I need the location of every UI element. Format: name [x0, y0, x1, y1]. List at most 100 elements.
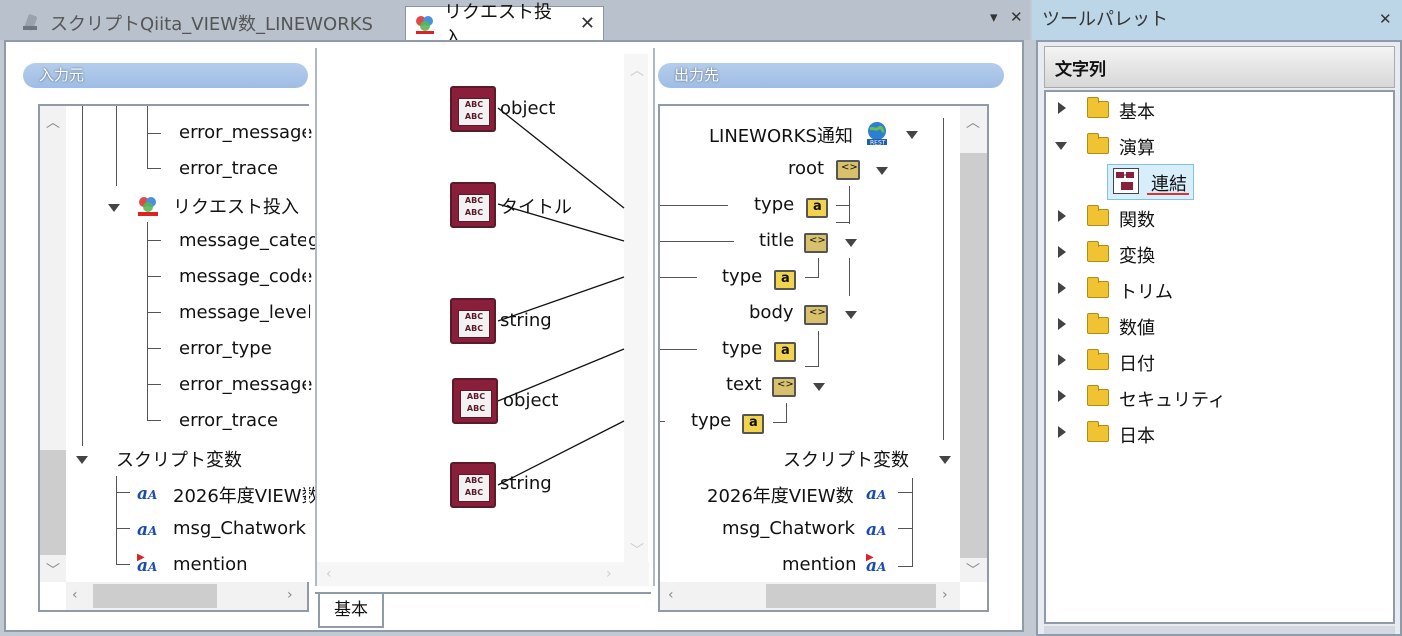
palette-category[interactable]: 日本: [1119, 426, 1155, 447]
output-vscroll-thumb[interactable]: [960, 153, 987, 558]
rest-globe-icon: REST: [864, 120, 890, 147]
chevron-right-icon[interactable]: [1058, 282, 1066, 294]
input-field[interactable]: error_trace: [179, 410, 279, 431]
input-variable[interactable]: mention: [173, 554, 248, 575]
mapping-node-label: string: [500, 310, 552, 331]
scroll-up-icon[interactable]: ︿: [46, 115, 60, 131]
chevron-down-icon[interactable]: [76, 456, 88, 464]
palette-category[interactable]: トリム: [1119, 282, 1173, 303]
palette-section-header[interactable]: 文字列: [1044, 46, 1395, 88]
output-hscroll-thumb[interactable]: [766, 584, 936, 608]
palette-category[interactable]: 基本: [1119, 102, 1155, 123]
output-field[interactable]: root: [788, 158, 825, 179]
output-field[interactable]: body: [749, 302, 794, 323]
chevron-right-icon[interactable]: [1058, 354, 1066, 366]
output-group-label[interactable]: スクリプト変数: [783, 450, 909, 471]
chevron-right-icon[interactable]: [1058, 426, 1066, 438]
scroll-left-icon[interactable]: ‹: [72, 587, 78, 603]
input-field[interactable]: error_message: [179, 122, 313, 143]
output-variable[interactable]: msg_Chatwork: [722, 518, 855, 539]
close-icon[interactable]: ✕: [1010, 8, 1023, 26]
scroll-down-icon[interactable]: ﹀: [966, 563, 980, 579]
output-field[interactable]: type: [754, 194, 795, 215]
chevron-right-icon[interactable]: [1058, 390, 1066, 402]
chevron-down-icon[interactable]: [876, 167, 888, 175]
palette-title: ツールパレット: [1032, 0, 1402, 40]
chevron-down-icon[interactable]: [939, 456, 951, 464]
input-hscroll-thumb[interactable]: [93, 584, 217, 608]
palette-category[interactable]: 日付: [1119, 354, 1155, 375]
tab-script[interactable]: スクリプトQiita_VIEW数_LINEWORKS: [12, 6, 392, 40]
output-tree: [658, 104, 989, 612]
scroll-up-icon[interactable]: ︿: [630, 63, 644, 79]
output-field[interactable]: type: [722, 266, 763, 287]
mapping-lines: [497, 107, 625, 486]
svg-text:REST: REST: [870, 140, 886, 147]
folder-icon: [1087, 313, 1109, 334]
scroll-right-icon[interactable]: ›: [606, 566, 612, 582]
input-field[interactable]: error_message: [179, 374, 313, 395]
palette-category[interactable]: 数値: [1119, 318, 1155, 339]
variable-icon: ▶aA: [137, 552, 158, 576]
scroll-up-icon[interactable]: ︿: [966, 115, 980, 131]
chevron-down-icon[interactable]: [845, 311, 857, 319]
input-variable[interactable]: 2026年度VIEW数: [173, 486, 320, 507]
folder-icon: [1087, 205, 1109, 226]
scroll-left-icon[interactable]: ‹: [326, 566, 332, 582]
folder-icon: [1087, 133, 1109, 154]
tab-basic[interactable]: 基本: [318, 594, 384, 628]
palette-category[interactable]: 変換: [1119, 246, 1155, 267]
input-group-label[interactable]: スクリプト変数: [116, 450, 242, 471]
input-field[interactable]: error_type: [179, 338, 272, 359]
canvas-vscrollbar[interactable]: [624, 54, 648, 562]
chevron-down-icon[interactable]: ▾: [990, 8, 998, 26]
output-field[interactable]: LINEWORKS通知: [709, 126, 853, 147]
input-group-label[interactable]: リクエスト投入: [173, 197, 299, 218]
input-vscroll-thumb[interactable]: [40, 450, 66, 555]
scroll-right-icon[interactable]: ›: [942, 587, 948, 603]
chevron-right-icon[interactable]: [1058, 102, 1066, 114]
chevron-right-icon[interactable]: [1058, 318, 1066, 330]
palette-category[interactable]: 関数: [1119, 210, 1155, 231]
palette-category[interactable]: 演算: [1119, 138, 1155, 159]
input-field[interactable]: error_trace: [179, 158, 279, 179]
output-field[interactable]: text: [726, 374, 762, 395]
input-field[interactable]: message_code: [179, 266, 313, 287]
chevron-right-icon[interactable]: [1058, 210, 1066, 222]
input-variable[interactable]: msg_Chatwork: [173, 518, 306, 539]
scroll-down-icon[interactable]: ﹀: [46, 563, 60, 579]
chevron-down-icon[interactable]: [845, 239, 857, 247]
tab-request[interactable]: リクエスト投入 ✕: [405, 2, 604, 49]
output-field[interactable]: type: [691, 410, 732, 431]
folder-icon: [1087, 421, 1109, 442]
object-icon: [836, 160, 860, 180]
close-icon[interactable]: ✕: [1379, 10, 1392, 28]
chevron-right-icon[interactable]: [1058, 246, 1066, 258]
output-variable[interactable]: 2026年度VIEW数: [707, 486, 854, 507]
palette-item-label[interactable]: 連結: [1151, 174, 1187, 195]
output-field[interactable]: type: [722, 338, 763, 359]
palette-category[interactable]: セキュリティ: [1119, 390, 1226, 411]
input-field[interactable]: message_level: [179, 302, 312, 323]
mapping-node-label: タイトル: [500, 197, 572, 218]
scroll-right-icon[interactable]: ›: [287, 587, 293, 603]
close-icon[interactable]: ✕: [579, 13, 595, 34]
output-field[interactable]: title: [759, 230, 795, 251]
canvas-hscrollbar[interactable]: [317, 562, 649, 586]
chevron-down-icon[interactable]: [108, 204, 120, 212]
variable-icon: aA: [866, 484, 887, 504]
output-variable[interactable]: mention: [782, 554, 857, 575]
chevron-down-icon[interactable]: [906, 131, 918, 139]
chevron-down-icon[interactable]: [813, 383, 825, 391]
scroll-down-icon[interactable]: ﹀: [630, 543, 644, 559]
concat-icon: [1113, 168, 1139, 194]
scroll-left-icon[interactable]: ‹: [668, 587, 674, 603]
resize-grip[interactable]: [1044, 626, 1395, 634]
script-icon: [20, 12, 42, 34]
chevron-down-icon[interactable]: [1055, 142, 1067, 150]
